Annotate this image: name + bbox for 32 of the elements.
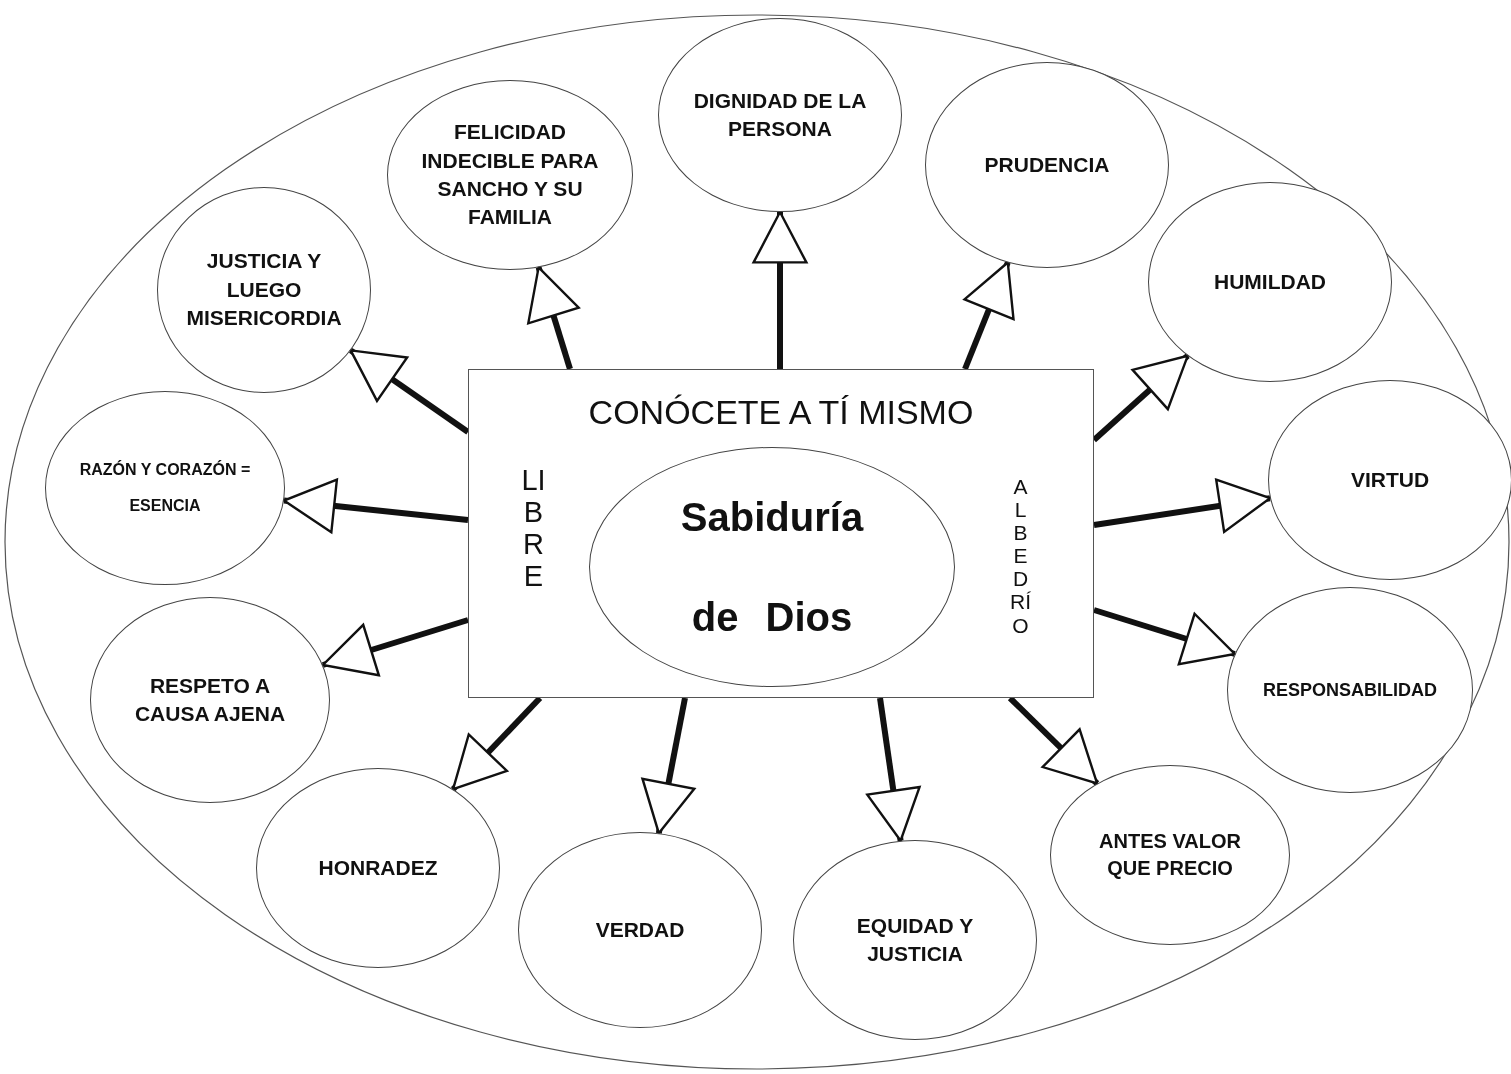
vertical-text: LIBRE [520,465,547,593]
node-text: RAZÓN Y CORAZÓN = [79,459,251,481]
node-text: RESPONSABILIDAD [1263,678,1437,702]
block-arrow [962,261,1015,371]
block-arrow [450,695,543,792]
block-arrow [1093,478,1272,534]
node-text: HUMILDAD [1214,268,1326,295]
node-text: JUSTICIA Y LUEGO MISERICORDIA [185,248,343,332]
block-arrow [349,347,470,435]
block-arrow [752,210,808,369]
node-text: PRUDENCIA [984,151,1110,178]
node-text: DIGNIDAD DE LA PERSONA [692,87,868,142]
node-text: EQUIDAD Y JUSTICIA [855,912,975,967]
node-text: VERDAD [595,916,685,943]
block-arrow [321,617,469,677]
central-box [468,369,1094,698]
node-text: VIRTUD [1350,466,1430,493]
node-text: FELICIDAD INDECIBLE PARA SANCHO Y SU FAMILIA [420,119,600,231]
node-text: Sabiduría de Dios [679,494,865,641]
block-arrow [1092,353,1190,443]
block-arrow [527,266,580,370]
title-text: CONÓCETE A TÍ MISMO [587,392,975,433]
block-arrow [282,478,469,534]
node-text: RESPETO A CAUSA AJENA [133,672,287,727]
node-text: ESENCIA [129,496,201,517]
node-text: ANTES VALOR QUE PRECIO [1098,829,1242,881]
block-arrow [641,697,696,835]
block-arrow [1093,607,1236,666]
block-arrow [866,697,921,842]
block-arrow [1007,695,1100,786]
vertical-text: ALBEDRÍO [1010,475,1031,637]
node-text: HONRADEZ [318,854,438,881]
